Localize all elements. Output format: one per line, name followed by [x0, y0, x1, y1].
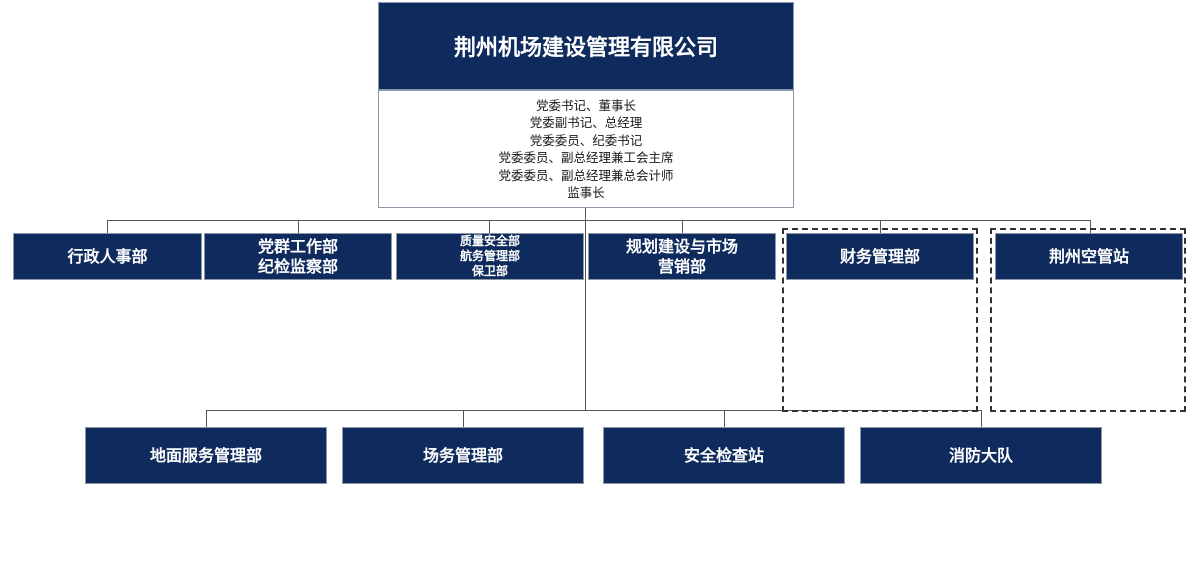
dept-label: 行政人事部 — [67, 246, 148, 266]
role-line: 监事长 — [567, 185, 605, 200]
dept-security-check: 安全检查站 — [603, 427, 845, 484]
connector-row2-drop-2 — [463, 410, 464, 427]
role-line: 党委委员、副总经理兼工会主席 — [498, 150, 674, 165]
dept-party-discipline: 党群工作部 纪检监察部 — [204, 233, 392, 280]
dept-ground-service: 地面服务管理部 — [85, 427, 327, 484]
company-title-box: 荆州机场建设管理有限公司 — [378, 2, 794, 90]
role-line: 党委委员、纪委书记 — [529, 132, 643, 148]
role-line: 党委委员、副总经理兼总会计师 — [498, 167, 674, 183]
role-line: 党委副书记、总经理 — [529, 115, 643, 130]
connector-trunk — [585, 208, 586, 410]
connector-row1-drop-3 — [489, 220, 490, 233]
dashed-frame-atc — [990, 228, 1186, 412]
dept-airfield-management: 场务管理部 — [342, 427, 584, 484]
connector-row2-drop-3 — [724, 410, 725, 427]
leadership-roles-box: 党委书记、董事长 党委副书记、总经理 党委委员、纪委书记 党委委员、副总经理兼工… — [378, 90, 794, 208]
role-line: 党委书记、董事长 — [535, 97, 636, 113]
connector-row2-bar — [206, 410, 981, 411]
dept-label: 规划建设与市场 营销部 — [625, 236, 738, 276]
dept-fire-brigade: 消防大队 — [860, 427, 1102, 484]
dept-label: 地面服务管理部 — [149, 445, 262, 465]
connector-row1-drop-1 — [107, 220, 108, 233]
dept-quality-safety: 质量安全部 航务管理部 保卫部 — [396, 233, 584, 280]
dept-air-traffic-station: 荆州空管站 — [995, 233, 1183, 280]
connector-row1-drop-2 — [298, 220, 299, 233]
dept-label: 安全检查站 — [683, 445, 764, 465]
dept-label: 财务管理部 — [839, 246, 920, 266]
connector-row1-drop-6 — [1090, 220, 1091, 233]
dept-finance: 财务管理部 — [786, 233, 974, 280]
dept-label: 场务管理部 — [422, 445, 503, 465]
connector-row1-drop-4 — [682, 220, 683, 233]
dept-label: 消防大队 — [948, 445, 1013, 465]
connector-row2-drop-1 — [206, 410, 207, 427]
dashed-frame-finance — [782, 228, 978, 412]
connector-row1-drop-5 — [880, 220, 881, 233]
company-title: 荆州机场建设管理有限公司 — [453, 36, 718, 61]
connector-row2-drop-4 — [981, 410, 982, 427]
dept-label: 荆州空管站 — [1048, 246, 1129, 266]
connector-row1-bar — [107, 220, 1090, 221]
dept-label: 质量安全部 航务管理部 保卫部 — [459, 234, 520, 278]
dept-planning-marketing: 规划建设与市场 营销部 — [588, 233, 776, 280]
dept-label: 党群工作部 纪检监察部 — [257, 236, 338, 276]
dept-admin-hr: 行政人事部 — [13, 233, 202, 280]
